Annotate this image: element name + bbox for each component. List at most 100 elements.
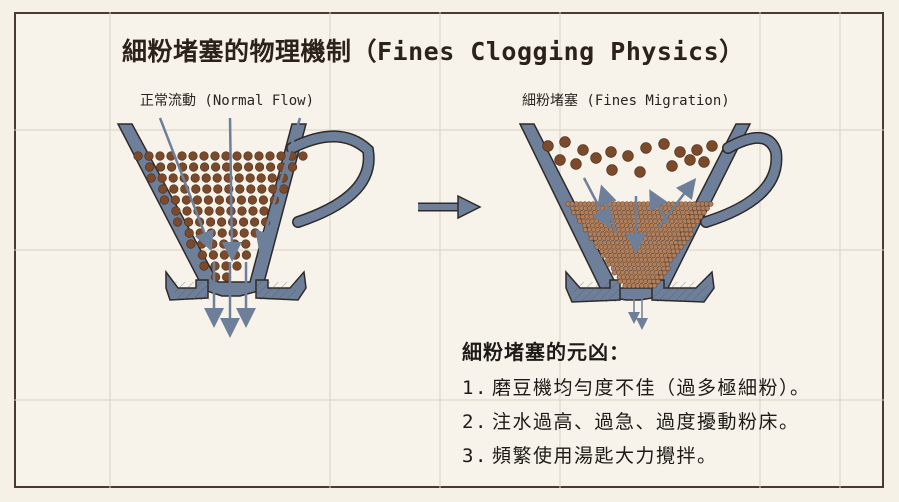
- coffee-particle: [228, 228, 238, 238]
- coffee-particle: [266, 162, 276, 172]
- coffee-particle: [267, 173, 277, 183]
- coffee-particle: [155, 151, 165, 161]
- coffee-particle: [182, 206, 192, 216]
- coffee-particle: [234, 173, 244, 183]
- coffee-particle: [590, 152, 602, 164]
- coffee-particle: [232, 261, 242, 271]
- coffee-particle: [268, 184, 278, 194]
- causes-list: 細粉堵塞的元凶： 1.磨豆機均勻度不佳（過多極細粉）。 2.注水過高、過急、過度…: [462, 336, 811, 475]
- coffee-particle: [691, 144, 703, 156]
- coffee-particle: [235, 184, 245, 194]
- coffee-particle: [655, 278, 661, 285]
- coffee-particle: [658, 138, 670, 150]
- coffee-particle: [697, 214, 704, 220]
- coffee-particle: [687, 227, 694, 233]
- coffee-particle: [233, 162, 243, 172]
- coffee-particle: [258, 195, 269, 205]
- coffee-particle: [217, 228, 227, 238]
- coffee-particle: [701, 210, 707, 216]
- coffee-particle: [662, 270, 668, 276]
- coffee-particle: [208, 239, 218, 249]
- coffee-particle: [245, 173, 255, 183]
- coffee-particle: [688, 231, 694, 237]
- coffee-particle: [215, 206, 225, 216]
- coffee-particle: [678, 244, 684, 250]
- coffee-particle: [577, 144, 589, 156]
- coffee-particle: [691, 222, 697, 229]
- coffee-particle: [219, 250, 229, 260]
- coffee-particle: [199, 261, 209, 271]
- coffee-particle: [211, 162, 221, 172]
- backflow-arrow: [597, 184, 618, 233]
- coffee-particle: [605, 146, 617, 158]
- backflow-arrow: [657, 178, 697, 229]
- cause-item: 3.頻繁使用湯匙大力攪拌。: [462, 445, 718, 467]
- coffee-particle: [170, 195, 180, 205]
- coffee-particle: [239, 228, 249, 238]
- coffee-particle: [250, 228, 260, 238]
- coffee-particle: [144, 151, 154, 161]
- coffee-particle: [257, 184, 267, 194]
- coffee-particle: [570, 158, 582, 170]
- coffee-particle: [133, 151, 143, 161]
- coffee-particle: [208, 250, 218, 260]
- coffee-particle: [206, 217, 216, 227]
- coffee-particle: [221, 151, 231, 161]
- coffee-particle: [276, 151, 286, 161]
- coffee-particle: [219, 239, 229, 249]
- coffee-particle: [255, 162, 265, 172]
- coffee-particle: [237, 206, 247, 216]
- causes-heading: 細粉堵塞的元凶：: [462, 340, 630, 364]
- coffee-particle: [200, 162, 210, 172]
- coffee-particle: [698, 156, 710, 168]
- flow-arrow: [255, 117, 302, 252]
- coffee-particle: [256, 173, 266, 183]
- fines-migration-label: 細粉堵塞 (Fines Migration): [522, 93, 730, 109]
- cause-item: 2.注水過高、過急、過度擾動粉床。: [462, 411, 800, 433]
- left-dripper: [116, 117, 375, 338]
- coffee-particle: [168, 173, 178, 183]
- page-title: 細粉堵塞的物理機制（Fines Clogging Physics）: [122, 37, 745, 66]
- coffee-particle: [204, 206, 214, 216]
- coffee-particle: [666, 160, 678, 172]
- coffee-particle: [157, 173, 167, 183]
- coffee-particle: [706, 140, 718, 152]
- coffee-particle: [259, 206, 269, 216]
- coffee-particle: [211, 272, 221, 282]
- coffee-grounds-right: [542, 136, 718, 178]
- coffee-particle: [298, 151, 308, 161]
- coffee-particle: [664, 261, 671, 267]
- coffee-particle: [169, 184, 179, 194]
- coffee-particle: [542, 140, 554, 152]
- coffee-particle: [213, 184, 223, 194]
- coffee-particle: [634, 166, 646, 178]
- coffee-particle: [197, 250, 207, 260]
- coffee-particle: [694, 218, 700, 224]
- coffee-particle: [184, 228, 194, 238]
- coffee-particle: [188, 151, 198, 161]
- coffee-particle: [288, 162, 298, 172]
- coffee-particle: [243, 151, 253, 161]
- coffee-particle: [674, 146, 686, 158]
- coffee-particle: [640, 142, 652, 154]
- coffee-particle: [186, 239, 196, 249]
- coffee-particle: [171, 206, 181, 216]
- coffee-particle: [241, 250, 251, 260]
- coffee-particle: [674, 248, 681, 254]
- coffee-particle: [217, 217, 227, 227]
- coffee-particle: [206, 228, 216, 238]
- coffee-particle: [158, 184, 168, 194]
- coffee-particle: [704, 205, 710, 211]
- flow-arrow: [221, 117, 242, 262]
- coffee-particle: [554, 154, 566, 166]
- coffee-particle: [684, 154, 696, 166]
- coffee-particle: [254, 151, 264, 161]
- coffee-particle: [212, 173, 222, 183]
- backflow-arrow: [649, 189, 670, 225]
- flow-arrow: [582, 177, 611, 229]
- coffee-particle: [202, 184, 212, 194]
- coffee-particle: [167, 162, 177, 172]
- coffee-particle: [203, 195, 213, 205]
- coffee-particle: [685, 235, 691, 241]
